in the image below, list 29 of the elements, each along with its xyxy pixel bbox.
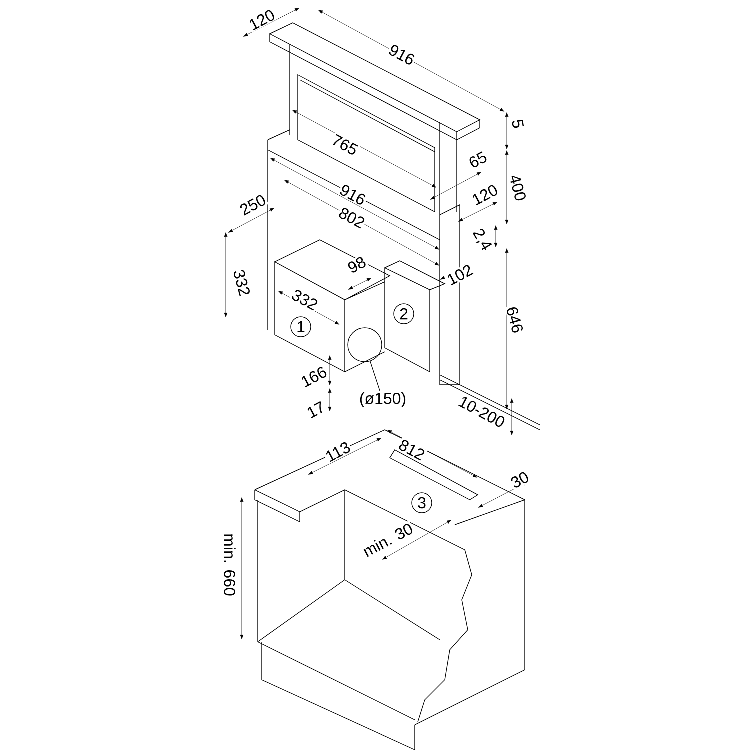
callout-number: 3 (412, 492, 432, 514)
dimension-label: 332 (232, 267, 252, 299)
dimension-label: 120 (469, 182, 501, 208)
callout-number: 2 (394, 304, 414, 324)
dimension-label: 400 (508, 172, 528, 204)
dimension-label: 102 (444, 262, 476, 288)
dimension-label: 812 (396, 437, 428, 463)
dimension-label: 332 (289, 287, 321, 313)
dimension-label: min. 30 (360, 520, 416, 560)
leader-line (370, 361, 380, 392)
dimension-label: 113 (322, 440, 354, 464)
dimension-label: 2,4 (469, 226, 495, 254)
dimension-label: 802 (336, 205, 368, 231)
dimension-label: 916 (337, 182, 369, 208)
dimension-label: 5 (510, 118, 526, 131)
dimension-label: 646 (504, 304, 526, 336)
dimension-label: 166 (298, 364, 330, 390)
dimension-label: 98 (345, 254, 369, 276)
dimension-label: 17 (304, 400, 328, 420)
dimension-label: 916 (386, 42, 418, 68)
dimension-label: 120 (246, 7, 278, 33)
dimension-label: 30 (508, 469, 532, 491)
duct-outlet (348, 328, 382, 362)
dimension-label: 65 (466, 149, 490, 171)
callout-number: 1 (290, 316, 312, 338)
dimension-label: 250 (237, 192, 269, 218)
dimension-label: min. 660 (223, 532, 237, 598)
dimension-label: (ø150) (358, 392, 408, 408)
dimension-label: 765 (329, 132, 361, 158)
